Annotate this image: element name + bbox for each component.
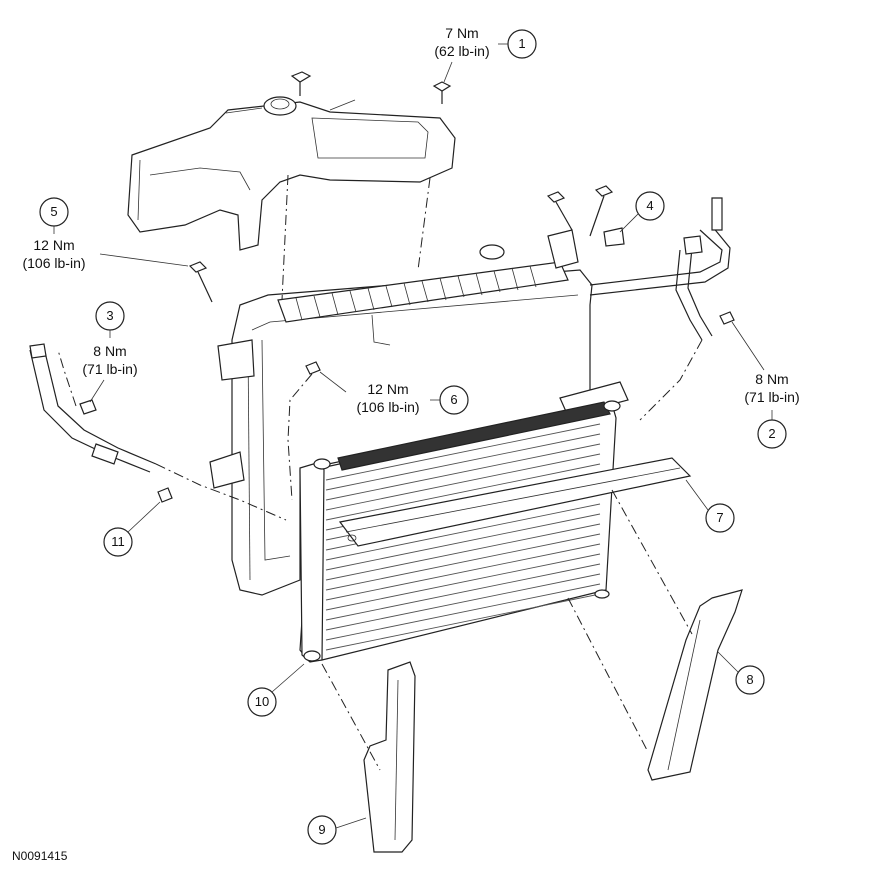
callout-11-number: 11: [111, 534, 125, 549]
callout-4-number: 4: [646, 198, 653, 213]
callout-6: 6 12 Nm (106 lb-in): [319, 371, 469, 415]
callout-8-number: 8: [746, 672, 753, 687]
callout-9: 9: [307, 815, 367, 845]
figure-id: N0091415: [12, 849, 68, 863]
callout-2-number: 2: [768, 426, 775, 441]
callout-7-number: 7: [716, 510, 723, 525]
callout-8: 8: [717, 651, 765, 695]
left-air-deflector: [363, 661, 416, 853]
transmission-cooler-lines: [589, 197, 731, 421]
callout-4: 4: [619, 191, 665, 233]
callout-1-number: 1: [518, 36, 525, 51]
callout-3: 3 8 Nm (71 lb-in): [82, 301, 138, 403]
degas-bottle-bolts: [290, 71, 452, 104]
callout-6-torque-nm: 12 Nm: [367, 381, 408, 397]
callout-3-torque-imp: (71 lb-in): [82, 361, 137, 377]
callout-1: 1 7 Nm (62 lb-in): [434, 25, 537, 83]
callout-10-number: 10: [255, 694, 269, 709]
fan-shroud-frame: [209, 229, 629, 596]
callout-1-torque-imp: (62 lb-in): [434, 43, 489, 59]
coolant-degas-bottle: [127, 96, 456, 251]
callout-11: 11: [103, 501, 161, 557]
callout-10: 10: [247, 663, 305, 717]
upper-air-deflector: [338, 457, 692, 547]
lower-hose-left: [29, 343, 287, 521]
callout-5: 5 12 Nm (106 lb-in): [22, 197, 189, 271]
callout-2-torque-nm: 8 Nm: [755, 371, 788, 387]
callout-5-torque-imp: (106 lb-in): [22, 255, 85, 271]
callout-5-torque-nm: 12 Nm: [33, 237, 74, 253]
callout-2: 2 8 Nm (71 lb-in): [731, 321, 800, 449]
callout-2-torque-imp: (71 lb-in): [744, 389, 799, 405]
callout-1-torque-nm: 7 Nm: [445, 25, 478, 41]
callout-9-number: 9: [318, 822, 325, 837]
right-air-deflector: [647, 589, 743, 781]
callout-6-torque-imp: (106 lb-in): [356, 399, 419, 415]
misc-bolts: [188, 185, 735, 501]
callout-5-number: 5: [50, 204, 57, 219]
callout-7: 7: [685, 479, 735, 533]
callout-6-number: 6: [450, 392, 457, 407]
callout-3-number: 3: [106, 308, 113, 323]
callout-3-torque-nm: 8 Nm: [93, 343, 126, 359]
